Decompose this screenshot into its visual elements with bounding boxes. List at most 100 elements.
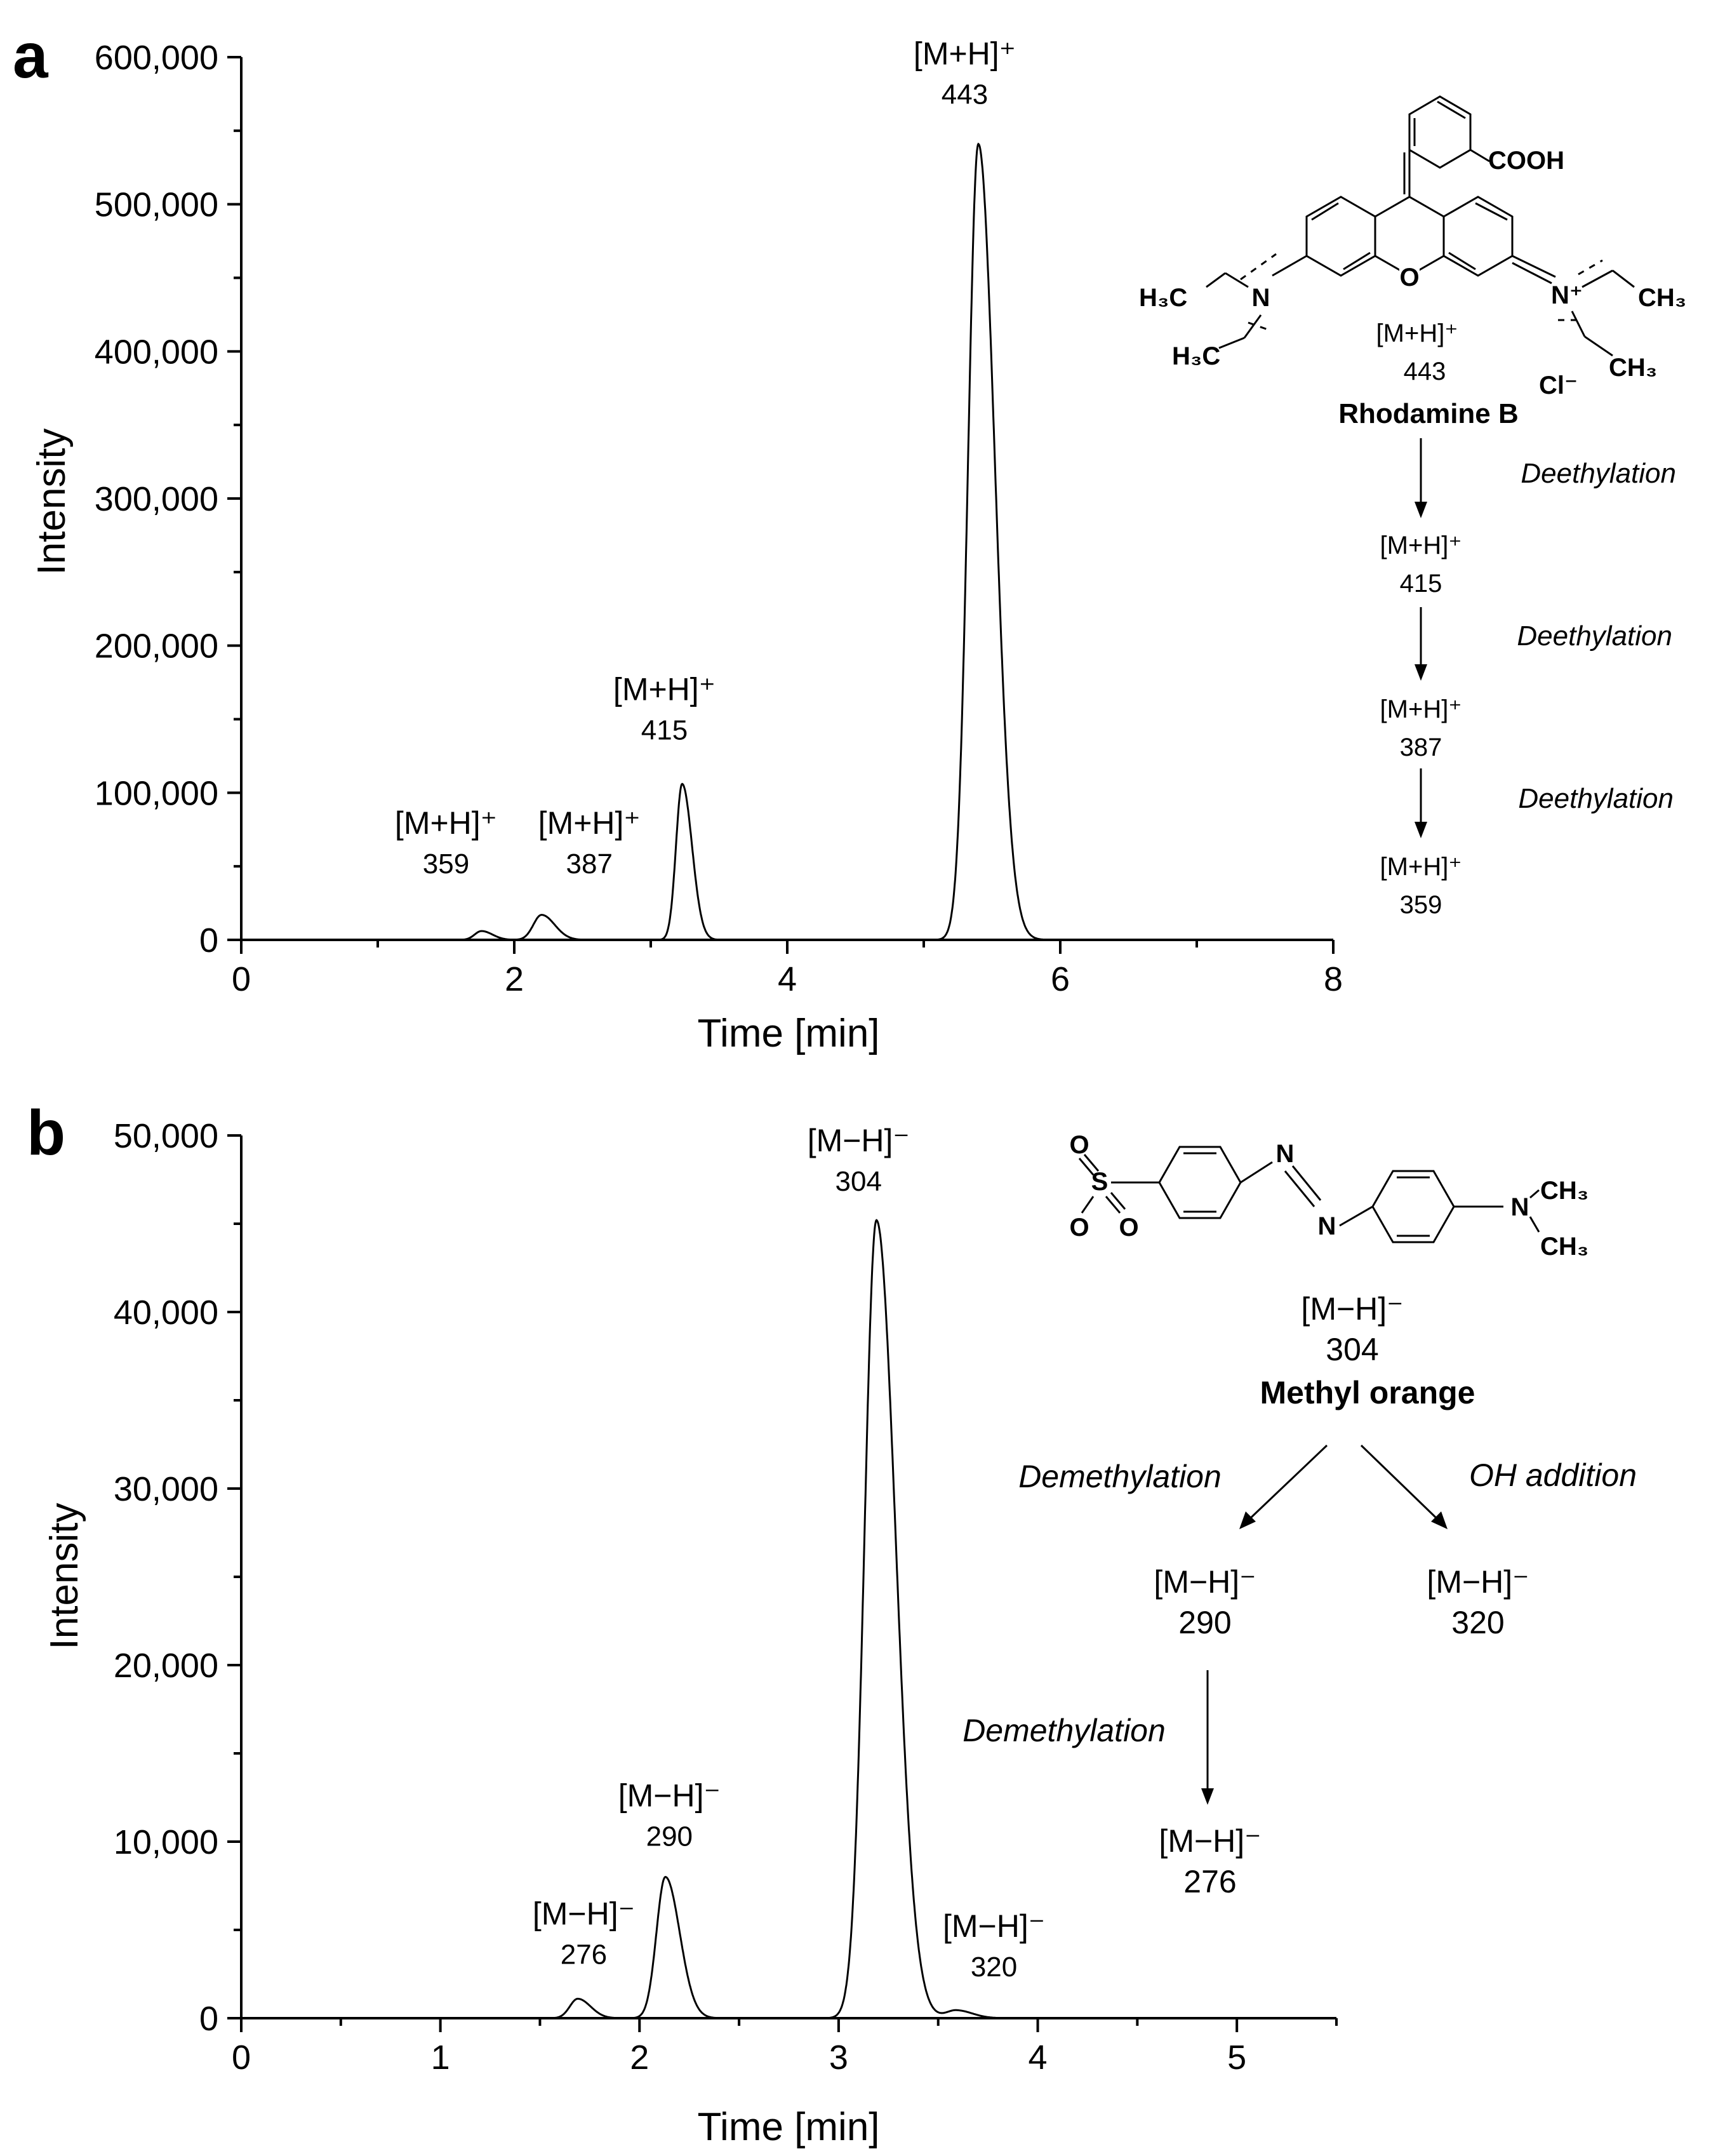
ion-320-mz: 320 [1451, 1605, 1504, 1640]
panel-a-y-tick-label: 100,000 [95, 774, 218, 812]
panel-b-x-tick-label: 3 [829, 2039, 848, 2077]
amine-nitrogen: N [1511, 1193, 1529, 1221]
peak-label-ion-415: [M+H]⁺ [613, 671, 716, 707]
left-nitrogen: N [1252, 284, 1270, 312]
peak-label-mz-320: 320 [971, 1952, 1017, 1983]
peak-label-ion-320: [M−H]⁻ [943, 1908, 1045, 1944]
rhodamine-b-mz: 443 [1404, 358, 1446, 385]
benzene-ring-2 [1371, 1170, 1455, 1243]
panel-b-y-axis-title: Intensity [43, 1503, 86, 1650]
peak-label-mz-304: 304 [836, 1166, 882, 1197]
ion-387-mz: 387 [1400, 733, 1442, 761]
panel-b-chromatogram-line [241, 1219, 1336, 2019]
methyl-orange-ion: [M−H]⁻ [1301, 1291, 1403, 1327]
panel-b-x-tick-label: 0 [232, 2039, 251, 2077]
demethylation-label-2: Demethylation [962, 1713, 1166, 1748]
right-methyl-lower: CH₃ [1609, 354, 1657, 382]
left-methyl-lower: H₃C [1172, 342, 1220, 370]
panel-b-y-tick-label: 30,000 [114, 1470, 218, 1508]
ion-276-label: [M−H]⁻ [1159, 1823, 1261, 1859]
ion-290-mz: 290 [1178, 1605, 1231, 1640]
panel-a-chromatogram-line [241, 142, 1333, 941]
ion-415-label: [M+H]⁺ [1380, 532, 1462, 559]
panel-b-y-tick-label: 20,000 [114, 1647, 218, 1685]
peak-label-ion-276: [M−H]⁻ [533, 1896, 635, 1932]
panel-a-x-tick-label: 2 [505, 960, 524, 998]
panel-b-label: b [27, 1097, 65, 1168]
peak-label-ion-290: [M−H]⁻ [618, 1778, 721, 1813]
oh-addition-arrow [1360, 1444, 1439, 1520]
peak-label-ion-359: [M+H]⁺ [395, 805, 497, 841]
panel-b-x-tick-label: 5 [1227, 2039, 1246, 2077]
ion-415-mz: 415 [1400, 570, 1442, 598]
panel-b-x-tick-label: 4 [1029, 2039, 1048, 2077]
sulfonate-oxygen-top: O [1069, 1131, 1089, 1159]
peak-label-ion-387: [M+H]⁺ [538, 805, 641, 841]
sulfonate-oxygen-bottom: O [1069, 1214, 1089, 1242]
peak-label-mz-415: 415 [641, 714, 688, 746]
panel-a-label: a [13, 20, 49, 91]
rhodamine-b-name: Rhodamine B [1338, 398, 1519, 429]
methyl-orange-scheme: Demethylation OH addition [M−H]⁻ 290 [M−… [962, 1444, 1637, 1899]
xanthene-oxygen: O [1399, 264, 1419, 291]
demethylation-label-1: Demethylation [1018, 1459, 1222, 1494]
ion-359-label: [M+H]⁺ [1380, 853, 1462, 881]
ion-290-label: [M−H]⁻ [1154, 1564, 1256, 1600]
demethylation-arrow [1248, 1444, 1328, 1520]
deethylation-label-2: Deethylation [1517, 620, 1672, 652]
panel-a-x-tick-label: 4 [778, 960, 797, 998]
cooh-label: COOH [1488, 147, 1564, 175]
ion-359-mz: 359 [1400, 891, 1442, 919]
ion-387-label: [M+H]⁺ [1380, 695, 1462, 723]
panel-b-x-tick-label: 1 [431, 2039, 450, 2077]
panel-b-y-tick-label: 40,000 [114, 1294, 218, 1332]
peak-label-mz-290: 290 [646, 1821, 693, 1852]
panel-b-y-tick-label: 50,000 [114, 1117, 218, 1155]
peak-label-ion-304: [M−H]⁻ [808, 1123, 910, 1158]
panel-a-peak-labels: [M+H]⁺ 359 [M+H]⁺ 387 [M+H]⁺ 415 [M+H]⁺ 443 [395, 36, 1016, 880]
panel-a-y-axis-title: Intensity [30, 429, 74, 575]
methyl-orange-mz: 304 [1326, 1332, 1378, 1367]
right-methyl-upper: CH₃ [1638, 284, 1686, 312]
rhodamine-b-ion: [M+H]⁺ [1376, 319, 1458, 347]
peak-label-mz-387: 387 [566, 848, 613, 880]
panel-a-y-tick-label: 500,000 [95, 186, 218, 224]
deethylation-label-1: Deethylation [1521, 458, 1676, 489]
panel-b-y-tick-label: 10,000 [114, 1823, 218, 1861]
panel-b-x-axis-title: Time [min] [697, 2105, 879, 2149]
oh-addition-label: OH addition [1469, 1457, 1637, 1493]
panel-a-y-tick-label: 400,000 [95, 333, 218, 371]
panel-b-peak-labels: [M−H]⁻ 276 [M−H]⁻ 290 [M−H]⁻ 304 [M−H]⁻ 320 [533, 1123, 1045, 1983]
panel-a-x-axis-title: Time [min] [697, 1012, 879, 1055]
benzoic-ring [1408, 95, 1472, 169]
sulfonate-oxygen-right: O [1119, 1214, 1138, 1242]
peak-label-mz-359: 359 [423, 848, 469, 880]
chloride-counterion: Cl⁻ [1539, 372, 1578, 399]
panel-a-y-tick-label: 300,000 [95, 480, 218, 518]
xanthene-right-ring [1442, 196, 1514, 277]
benzene-ring-1 [1158, 1146, 1242, 1219]
methyl-orange-structure: O S O O N N N CH₃ C [1069, 1131, 1588, 1410]
deethylation-label-3: Deethylation [1518, 783, 1674, 814]
right-nitrogen-plus: N⁺ [1551, 281, 1583, 309]
xanthene-left-ring [1305, 196, 1376, 277]
azo-nitrogen-1: N [1276, 1140, 1295, 1168]
methyl-orange-name: Methyl orange [1260, 1375, 1475, 1410]
ion-276-mz: 276 [1183, 1864, 1236, 1899]
panel-b-y-tick-label: 0 [199, 2000, 218, 2038]
peak-label-mz-443: 443 [942, 79, 988, 110]
left-methyl-upper: H₃C [1139, 284, 1187, 312]
n-methyl-lower: CH₃ [1540, 1233, 1588, 1261]
peak-label-mz-276: 276 [561, 1939, 607, 1971]
panel-a-y-tick-label: 0 [199, 921, 218, 960]
panel-b-x-tick-label: 2 [630, 2039, 649, 2077]
panel-a-x-tick-label: 0 [232, 960, 251, 998]
azo-nitrogen-2: N [1318, 1212, 1336, 1240]
peak-label-ion-443: [M+H]⁺ [914, 36, 1016, 72]
panel-a-x-tick-label: 6 [1051, 960, 1070, 998]
sulfur-atom: S [1091, 1168, 1109, 1196]
panel-a-y-tick-label: 600,000 [95, 39, 218, 77]
